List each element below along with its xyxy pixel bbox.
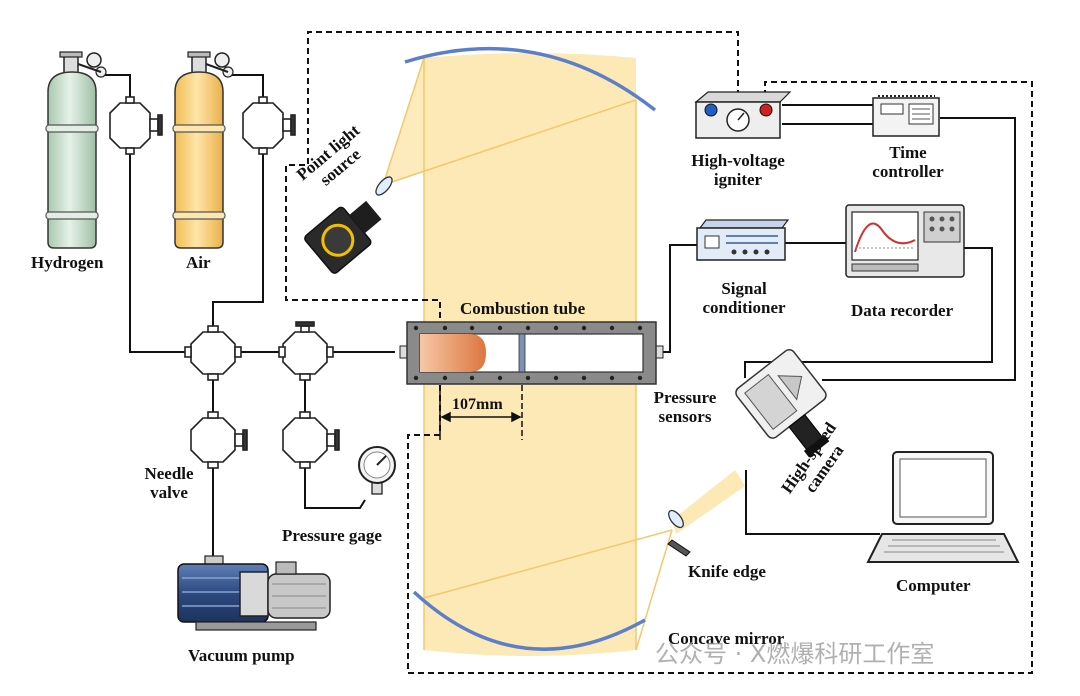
label-distance: 107mm bbox=[452, 396, 503, 413]
gas-piping bbox=[101, 74, 395, 560]
label-signal-conditioner: Signal conditioner bbox=[702, 279, 786, 317]
needle-valve-icon bbox=[278, 321, 334, 381]
needle-valve-icon bbox=[242, 96, 296, 155]
lamp-icon bbox=[304, 200, 382, 274]
lens-icon bbox=[375, 176, 393, 196]
air-cylinder bbox=[172, 51, 234, 249]
label-pressure-gage: Pressure gage bbox=[282, 526, 382, 545]
label-vacuum-pump: Vacuum pump bbox=[188, 646, 295, 665]
vacuum-pump-icon bbox=[177, 555, 331, 631]
label-pressure-sensors: Pressure sensors bbox=[653, 388, 717, 426]
lens-icon bbox=[668, 509, 684, 529]
concave-mirror-icon bbox=[412, 590, 646, 651]
needle-valve-icon bbox=[282, 411, 340, 469]
igniter-icon bbox=[694, 91, 792, 139]
label-computer: Computer bbox=[896, 576, 971, 595]
gas-cylinder-icon bbox=[174, 71, 224, 249]
dimension-107mm bbox=[439, 385, 523, 440]
source-cone bbox=[383, 58, 636, 185]
pressure-gauge-icon bbox=[358, 446, 396, 495]
needle-valve-icon bbox=[190, 411, 248, 469]
oscilloscope-icon bbox=[845, 204, 965, 278]
pressure-sensor-port bbox=[518, 333, 526, 373]
laptop-icon bbox=[866, 451, 1020, 563]
gas-cylinder-icon bbox=[47, 71, 97, 249]
label-combustion-tube: Combustion tube bbox=[460, 299, 586, 318]
knife-edge-icon bbox=[667, 539, 691, 557]
cross-fitting-icon bbox=[184, 325, 242, 381]
combustion-tube bbox=[399, 321, 664, 385]
camera-cone bbox=[672, 470, 745, 534]
signal-wiring bbox=[662, 104, 1016, 535]
time-controller-icon bbox=[872, 95, 940, 137]
watermark: 公众号 · X燃爆科研工作室 bbox=[655, 640, 935, 668]
return-beam bbox=[424, 535, 636, 598]
hydrogen-cylinder bbox=[45, 51, 107, 249]
label-knife-edge: Knife edge bbox=[688, 562, 766, 581]
label-air: Air bbox=[186, 253, 211, 272]
concave-mirror-icon bbox=[404, 46, 657, 112]
label-needle-valve: Needle valve bbox=[144, 464, 194, 502]
high-speed-camera-icon bbox=[735, 349, 830, 458]
tube-bolts bbox=[413, 325, 643, 381]
label-hydrogen: Hydrogen bbox=[31, 253, 104, 272]
label-data-recorder: Data recorder bbox=[851, 301, 954, 320]
signal-conditioner-icon bbox=[696, 219, 790, 261]
label-time-controller: Time controller bbox=[872, 143, 944, 181]
trigger-wiring bbox=[285, 31, 1033, 674]
flame-front bbox=[420, 334, 486, 372]
needle-valve-icon bbox=[109, 96, 163, 155]
label-concave-mirror: Concave mirror bbox=[668, 629, 785, 648]
label-high-voltage-igniter: High-voltage igniter bbox=[691, 151, 785, 189]
